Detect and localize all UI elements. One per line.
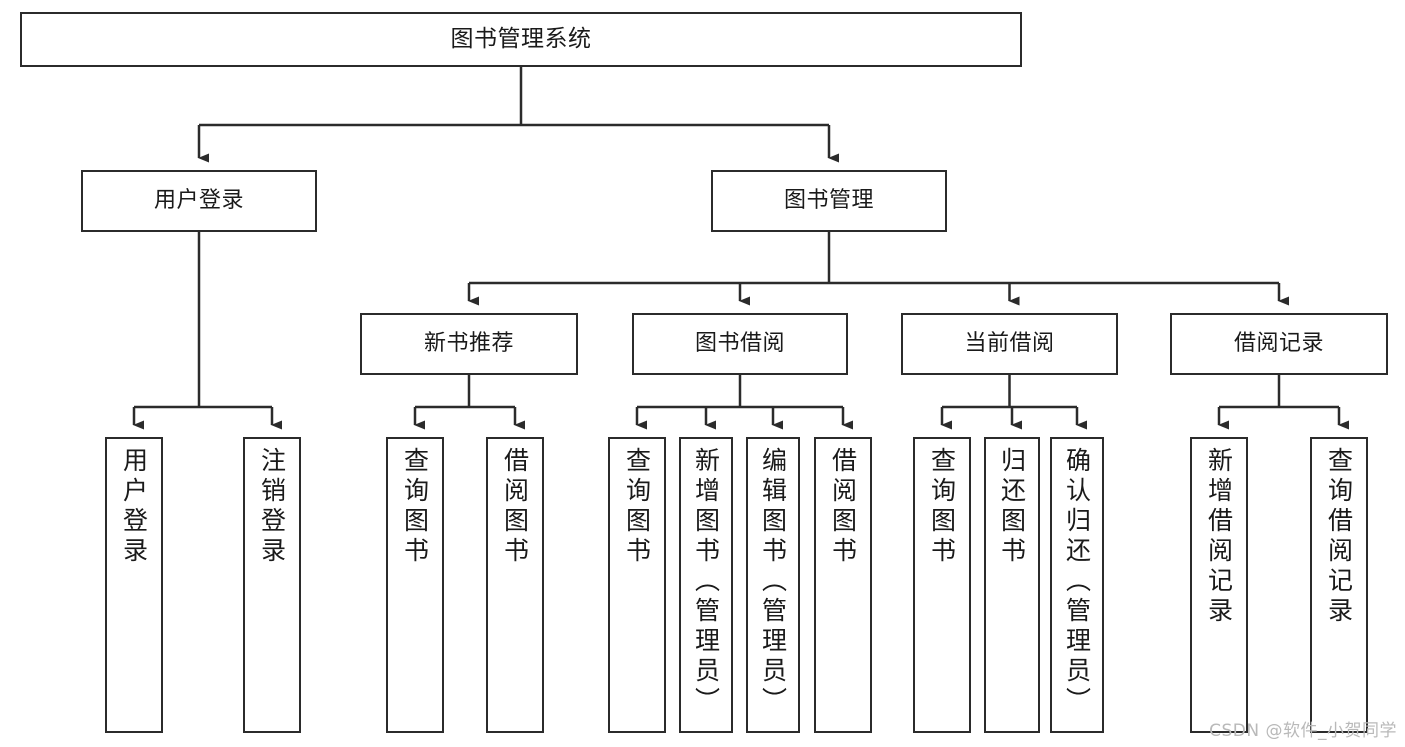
node-root[interactable]: 图书管理系统 <box>20 12 1022 67</box>
node-label: 图书借阅 <box>694 331 785 357</box>
node-label: 归还图书 <box>997 447 1027 567</box>
node-label: 当前借阅 <box>964 331 1055 357</box>
node-newbook[interactable]: 新书推荐 <box>360 313 578 375</box>
node-label: 图书管理 <box>783 188 874 214</box>
node-leaf3[interactable]: 查询图书 <box>386 437 444 733</box>
node-leaf11[interactable]: 确认归还（管理员） <box>1050 437 1104 733</box>
node-leaf2[interactable]: 注销登录 <box>243 437 301 733</box>
node-label: 新书推荐 <box>423 331 514 357</box>
node-label: 借阅图书 <box>828 447 858 567</box>
node-bookmgmt[interactable]: 图书管理 <box>711 170 947 232</box>
node-leaf5[interactable]: 查询图书 <box>608 437 666 733</box>
node-label: 新增图书（管理员） <box>691 447 721 717</box>
node-label: 新增借阅记录 <box>1204 447 1234 627</box>
node-login[interactable]: 用户登录 <box>81 170 317 232</box>
node-leaf12[interactable]: 新增借阅记录 <box>1190 437 1248 733</box>
node-label: 确认归还（管理员） <box>1062 447 1092 717</box>
node-leaf7[interactable]: 编辑图书（管理员） <box>746 437 800 733</box>
node-leaf4[interactable]: 借阅图书 <box>486 437 544 733</box>
node-label: 编辑图书（管理员） <box>758 447 788 717</box>
node-label: 图书管理系统 <box>450 25 592 52</box>
node-label: 用户登录 <box>119 447 149 567</box>
node-label: 查询借阅记录 <box>1324 447 1354 627</box>
node-records[interactable]: 借阅记录 <box>1170 313 1388 375</box>
node-label: 借阅图书 <box>500 447 530 567</box>
node-label: 查询图书 <box>927 447 957 567</box>
node-current[interactable]: 当前借阅 <box>901 313 1118 375</box>
node-leaf9[interactable]: 查询图书 <box>913 437 971 733</box>
watermark-text: CSDN @软件_小贺同学 <box>1209 721 1397 741</box>
node-label: 查询图书 <box>622 447 652 567</box>
node-borrow[interactable]: 图书借阅 <box>632 313 848 375</box>
node-leaf13[interactable]: 查询借阅记录 <box>1310 437 1368 733</box>
node-label: 用户登录 <box>153 188 244 214</box>
node-leaf1[interactable]: 用户登录 <box>105 437 163 733</box>
node-label: 借阅记录 <box>1233 331 1324 357</box>
node-leaf10[interactable]: 归还图书 <box>984 437 1040 733</box>
node-label: 查询图书 <box>400 447 430 567</box>
node-leaf6[interactable]: 新增图书（管理员） <box>679 437 733 733</box>
node-label: 注销登录 <box>257 447 287 567</box>
node-leaf8[interactable]: 借阅图书 <box>814 437 872 733</box>
